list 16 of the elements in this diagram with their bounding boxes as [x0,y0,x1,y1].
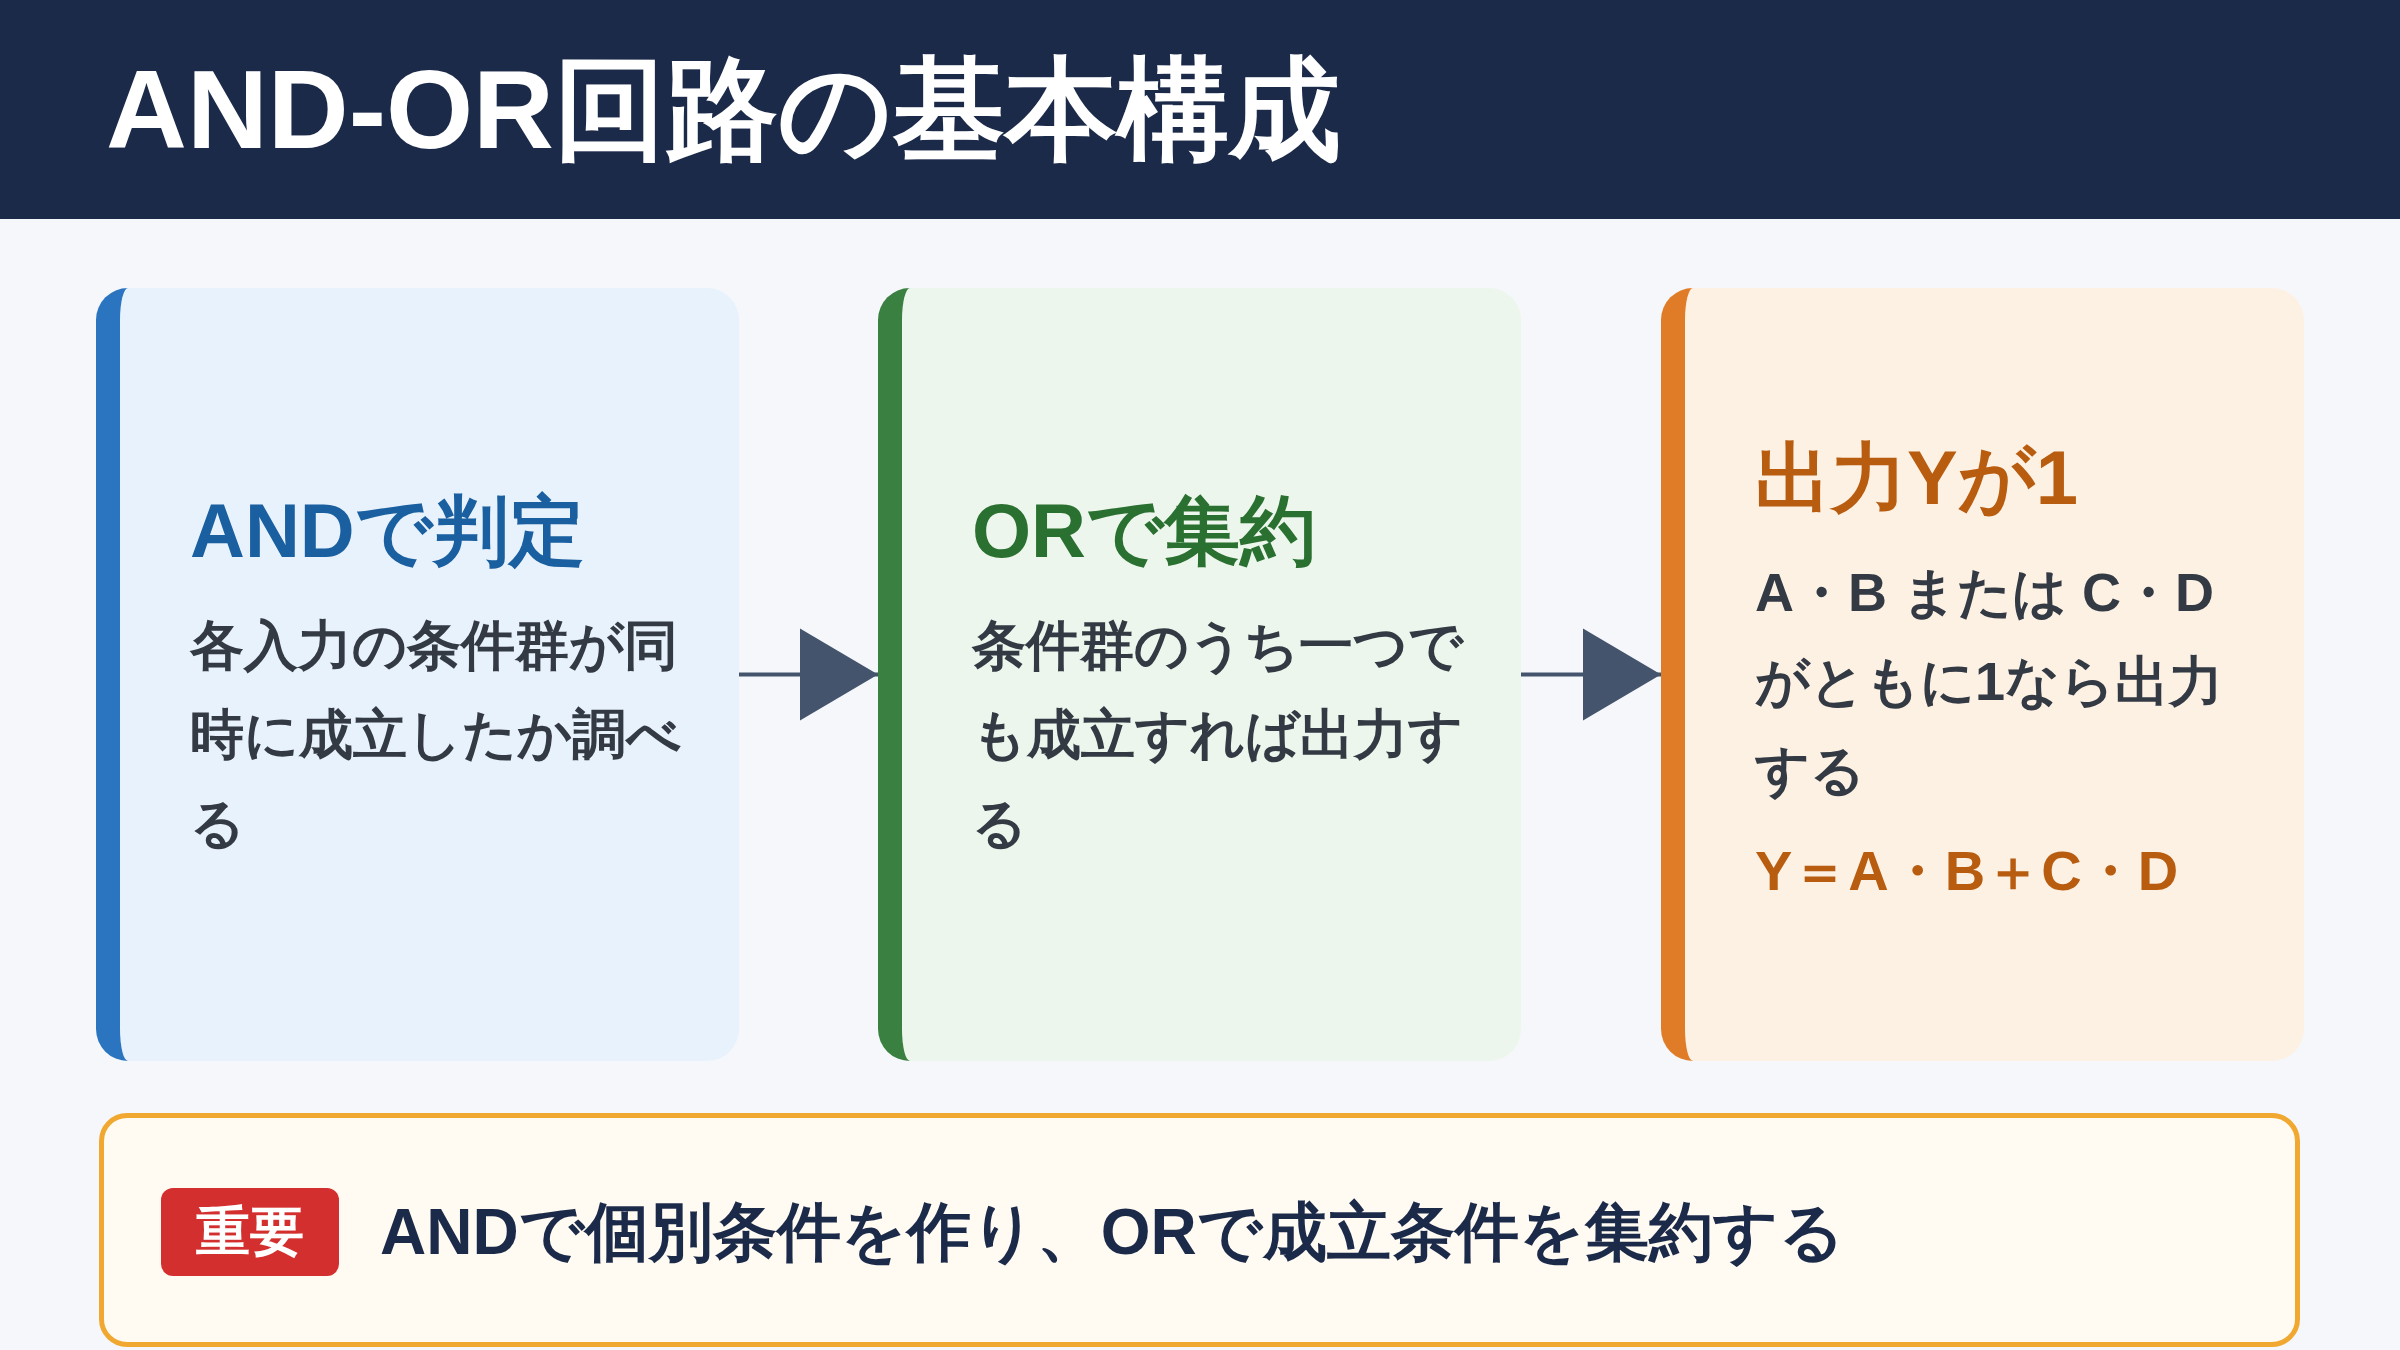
note-box [99,1113,2300,1347]
card-description: A・B または C・Dがともに1なら出力する [1755,561,2225,802]
note-text: ANDで個別条件を作り、ORで成立条件を集約する [380,1195,1845,1270]
step-card [96,288,739,1061]
step-card [1661,288,2304,1061]
card-heading: ANDで判定 [190,487,586,575]
card-description: 条件群のうち一つでも成立すれば出力する [972,614,1465,855]
arrow [739,628,878,721]
formula: Y＝A・B＋C・D [1755,838,2180,904]
title: AND-OR回路の基本構成 [106,46,1341,174]
card-description: 各入力の条件群が同時に成立したか調べる [190,614,682,855]
card-heading: ORで集約 [972,487,1317,575]
card-heading: 出力Yが1 [1755,434,2079,522]
step-card [878,288,1521,1061]
badge: 重要 [161,1188,339,1276]
arrow [1521,628,1661,721]
